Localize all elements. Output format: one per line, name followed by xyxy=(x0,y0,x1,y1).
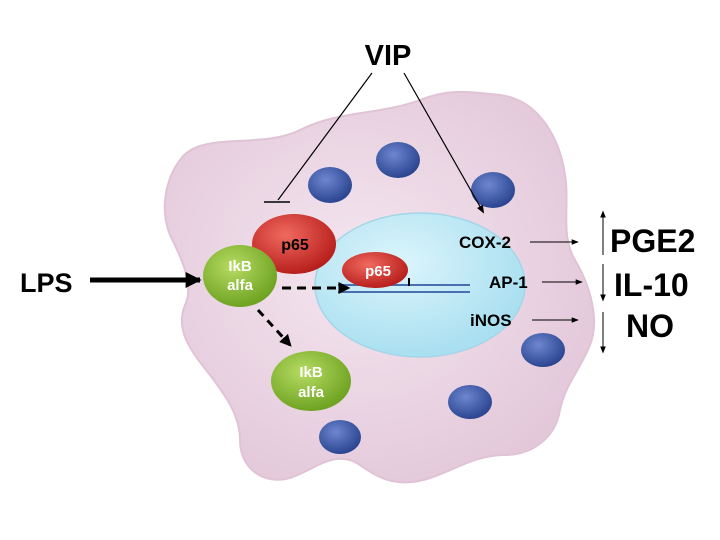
vesicle xyxy=(448,385,492,419)
pge2-label: PGE2 xyxy=(610,223,695,259)
inos-label: iNOS xyxy=(470,311,512,330)
il10-label: IL-10 xyxy=(614,267,689,303)
vip-inhibition-line xyxy=(277,72,373,201)
vesicle xyxy=(376,142,420,178)
ikb-alfa-bound xyxy=(203,245,277,307)
p65-nucleus-label: p65 xyxy=(365,263,391,280)
ikb-free-label-line1: IkB xyxy=(299,364,323,381)
vesicle xyxy=(308,167,352,203)
ikb-bound-label-line1: IkB xyxy=(228,258,252,275)
vesicle xyxy=(471,172,515,208)
no-label: NO xyxy=(626,308,674,344)
vip-label: VIP xyxy=(365,40,412,72)
cox2-label: COX-2 xyxy=(459,233,511,252)
vip-activation-arrow xyxy=(403,72,485,214)
p65-cytoplasm xyxy=(252,214,336,274)
ikb-bound-label-line2: alfa xyxy=(227,277,254,294)
vesicle xyxy=(319,420,361,454)
p65-nucleus xyxy=(342,252,408,288)
p65-cytoplasm-label: p65 xyxy=(281,237,309,254)
ikb-alfa-free xyxy=(271,351,351,411)
ikb-free-label-line2: alfa xyxy=(298,384,325,401)
lps-label: LPS xyxy=(20,268,73,298)
ap1-label: AP-1 xyxy=(489,273,528,292)
degradation-arrow xyxy=(256,308,292,347)
vesicle xyxy=(521,333,565,367)
